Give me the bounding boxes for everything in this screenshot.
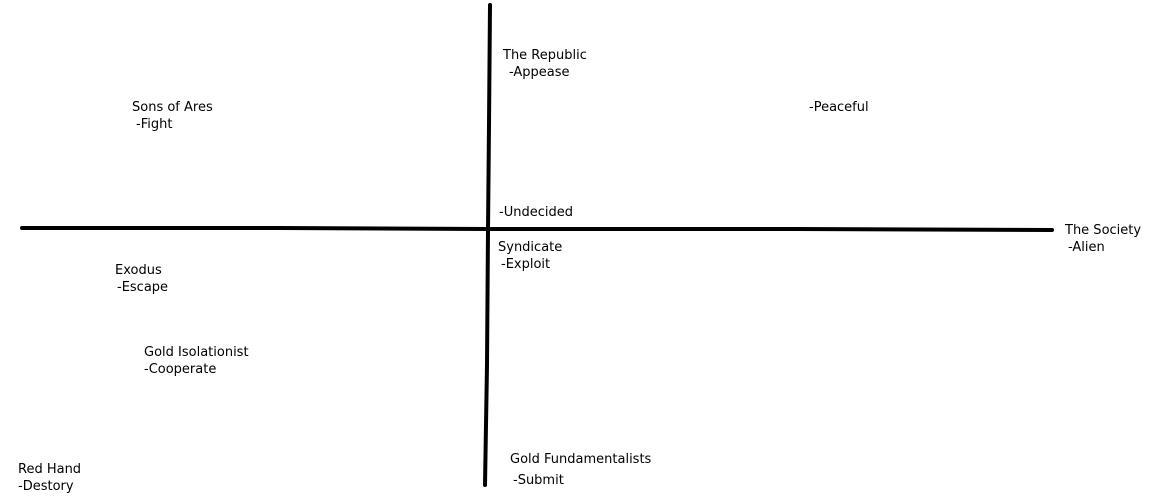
faction-name: The Republic [503,48,587,63]
label-peaceful: -Peaceful [809,99,869,116]
faction-name: Sons of Ares [132,100,213,115]
label-syndicate: Syndicate -Exploit [498,239,562,273]
stance-text: -Peaceful [809,100,869,115]
faction-stance: -Destory [18,479,74,494]
label-the-society: The Society -Alien [1065,222,1141,256]
faction-stance: -Cooperate [144,362,217,377]
label-the-republic: The Republic -Appease [503,47,587,81]
faction-name: Gold Isolationist [144,345,249,360]
faction-name: Syndicate [498,240,563,255]
stance-text: -Undecided [499,205,573,220]
faction-name: Red Hand [18,462,82,477]
faction-stance: -Alien [1068,240,1105,255]
faction-name: Gold Fundamentalists [510,452,652,467]
faction-name: The Society [1065,223,1142,238]
label-exodus: Exodus -Escape [115,262,168,296]
faction-stance: -Escape [117,280,169,295]
horizontal-axis [20,226,1054,232]
faction-stance: -Submit [513,473,564,488]
faction-stance: -Exploit [501,257,551,272]
label-sons-of-ares: Sons of Ares -Fight [132,99,213,133]
vertical-axis [483,3,492,487]
faction-stance: -Appease [509,65,570,80]
label-gold-fundamentalists: Gold Fundamentalists -Submit [510,451,651,489]
faction-stance: -Fight [136,117,173,132]
label-red-hand: Red Hand -Destory [18,461,81,495]
label-gold-isolationist: Gold Isolationist -Cooperate [144,344,249,378]
label-undecided: -Undecided [499,204,573,221]
faction-name: Exodus [115,263,162,278]
